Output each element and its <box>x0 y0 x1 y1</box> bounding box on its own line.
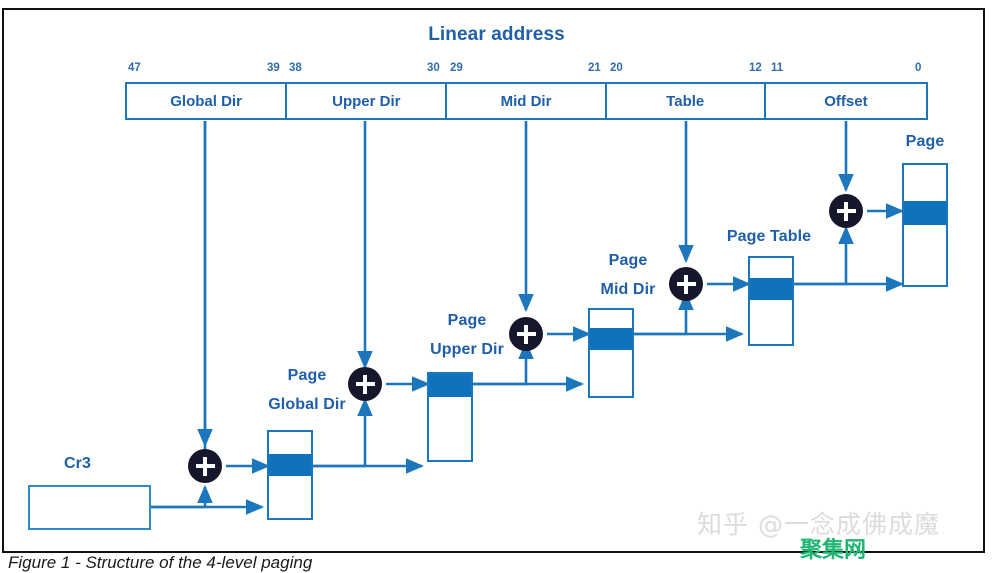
page-upper-dir-label-line2: Upper Dir <box>430 341 504 358</box>
bit-label-21: 21 <box>588 62 601 74</box>
bit-label-29: 29 <box>450 62 463 74</box>
bit-label-0: 0 <box>915 62 922 74</box>
adder-icon-mid-dir <box>509 317 543 351</box>
figure-title: Linear address <box>428 24 565 45</box>
bit-label-30: 30 <box>427 62 440 74</box>
bit-label-20: 20 <box>610 62 623 74</box>
address-field-global-dir[interactable]: Global Dir <box>127 84 288 118</box>
page-box[interactable] <box>902 163 948 287</box>
page-upper-dir-entry <box>429 374 471 397</box>
page-frame-entry <box>904 201 946 225</box>
page-upper-dir-label-line1: Page <box>447 312 487 329</box>
page-table-entry <box>750 278 792 300</box>
page-upper-dir-box[interactable] <box>427 372 473 462</box>
adder-icon-page <box>829 194 863 228</box>
page-global-dir-box[interactable] <box>267 430 313 520</box>
site-watermark: 聚集网 <box>800 538 867 563</box>
cr3-label: Cr3 <box>64 455 91 472</box>
figure-caption: Figure 1 - Structure of the 4-level pagi… <box>8 553 313 572</box>
bit-label-11: 11 <box>771 62 784 74</box>
address-field-upper-dir[interactable]: Upper Dir <box>287 84 448 118</box>
page-mid-dir-label-line1: Page <box>608 252 648 269</box>
linear-address-bar: Global Dir Upper Dir Mid Dir Table Offse… <box>125 82 928 120</box>
address-field-offset[interactable]: Offset <box>824 92 868 110</box>
bit-label-12: 12 <box>749 62 762 74</box>
page-label: Page <box>905 133 945 150</box>
page-global-dir-label-line2: Global Dir <box>268 396 346 413</box>
page-global-dir-entry <box>269 454 311 476</box>
adder-icon-global-dir <box>188 449 222 483</box>
page-table-box[interactable] <box>748 256 794 346</box>
bit-label-39: 39 <box>267 62 280 74</box>
page-table-label: Page Table <box>726 228 812 245</box>
bit-label-38: 38 <box>289 62 302 74</box>
adder-icon-page-table <box>669 267 703 301</box>
page-mid-dir-entry <box>590 328 632 350</box>
cr3-register-box[interactable] <box>28 485 151 530</box>
bit-label-47: 47 <box>128 62 141 74</box>
adder-icon-upper-dir <box>348 367 382 401</box>
address-field-table[interactable]: Table <box>607 84 766 118</box>
page-mid-dir-box[interactable] <box>588 308 634 398</box>
page-mid-dir-label-line2: Mid Dir <box>600 281 656 298</box>
address-field-mid-dir[interactable]: Mid Dir <box>447 84 607 118</box>
page-global-dir-label-line1: Page <box>287 367 327 384</box>
zhihu-watermark: 知乎 @一念成佛成魔 <box>697 510 940 539</box>
